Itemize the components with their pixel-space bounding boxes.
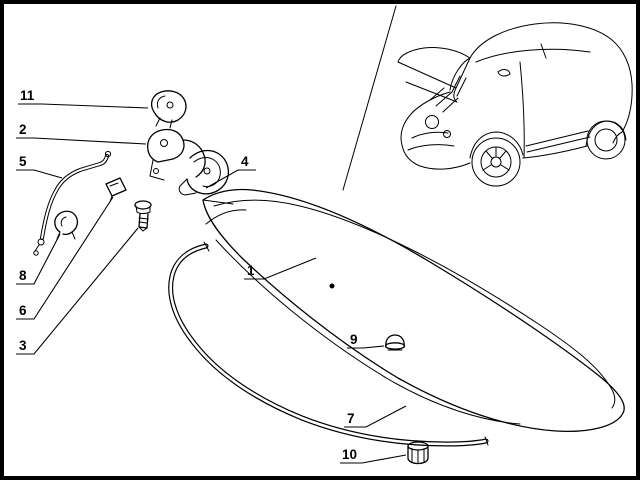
callout-5[interactable]: 5 (19, 154, 27, 169)
part-5-prop-rod-drawing (33, 150, 112, 256)
leader-8 (16, 233, 61, 285)
leader-1 (244, 257, 317, 280)
callout-10[interactable]: 10 (342, 447, 357, 462)
part-2-hinge-drawing (146, 128, 206, 181)
part-8-clip-drawing (54, 210, 79, 240)
callout-7[interactable]: 7 (347, 411, 355, 426)
mirror-detail (497, 69, 511, 77)
leader-9 (347, 345, 385, 349)
leader-4 (205, 169, 256, 189)
leader-7 (344, 405, 407, 428)
leader-6 (16, 196, 114, 320)
leader-5 (16, 169, 63, 179)
leader-10 (340, 454, 407, 464)
callout-labels: 11 2 5 4 8 6 3 1 9 7 10 (19, 88, 358, 462)
leader-11 (18, 103, 149, 109)
callout-8[interactable]: 8 (19, 268, 27, 283)
hood-hole-detail (329, 283, 335, 289)
side-stripe-detail (525, 130, 591, 153)
leader-3 (16, 227, 139, 355)
part-7-seal-drawing (168, 241, 489, 447)
part-10-nut-drawing (407, 441, 429, 465)
callout-2[interactable]: 2 (19, 122, 27, 137)
part-1-hood-panel-drawing (202, 188, 625, 433)
part-11-bracket-drawing (150, 90, 187, 129)
part-9-grommet-drawing (384, 334, 406, 351)
callout-9[interactable]: 9 (350, 332, 358, 347)
vehicle-inset-drawing (342, 5, 633, 191)
callout-1[interactable]: 1 (247, 263, 255, 278)
part-6-clip-drawing (105, 177, 127, 203)
callout-leader-lines (16, 103, 407, 464)
callout-4[interactable]: 4 (241, 154, 249, 169)
inset-separator-line (342, 5, 397, 191)
part-4-hinge-bracket-drawing (178, 149, 230, 196)
callout-11[interactable]: 11 (20, 88, 35, 103)
leader-2 (16, 137, 147, 145)
part-3-bolt-drawing (134, 200, 152, 232)
callout-3[interactable]: 3 (19, 338, 27, 353)
callout-6[interactable]: 6 (19, 303, 27, 318)
